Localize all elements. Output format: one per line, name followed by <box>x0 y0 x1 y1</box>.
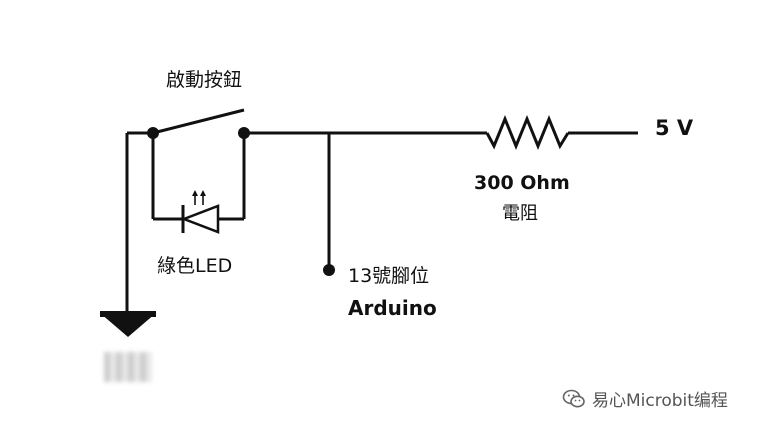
watermark-text: 易心Microbit编程 <box>592 391 728 411</box>
resistor-zigzag <box>485 115 570 150</box>
ground-symbol <box>100 313 156 337</box>
led-light-arrowhead-1 <box>192 190 198 196</box>
ground-symbol-top <box>100 311 156 317</box>
pin-terminal <box>323 264 335 276</box>
switch-lever <box>152 108 245 135</box>
pin-label: 13號腳位 <box>348 265 430 287</box>
ground-label-blurred: 接地 <box>104 352 152 382</box>
resistor-label: 電阻 <box>502 203 538 224</box>
led-diode-triangle <box>180 204 220 234</box>
led-light-arrowhead-2 <box>200 190 206 196</box>
board-label: Arduino <box>348 296 437 320</box>
watermark: 易心Microbit编程 <box>562 386 728 411</box>
start-button-label: 啟動按鈕 <box>166 69 243 91</box>
wechat-icon <box>562 388 586 410</box>
led-label: 綠色LED <box>157 255 233 277</box>
supply-voltage-label: 5 V <box>655 116 694 140</box>
resistance-value-label: 300 Ohm <box>474 172 570 194</box>
